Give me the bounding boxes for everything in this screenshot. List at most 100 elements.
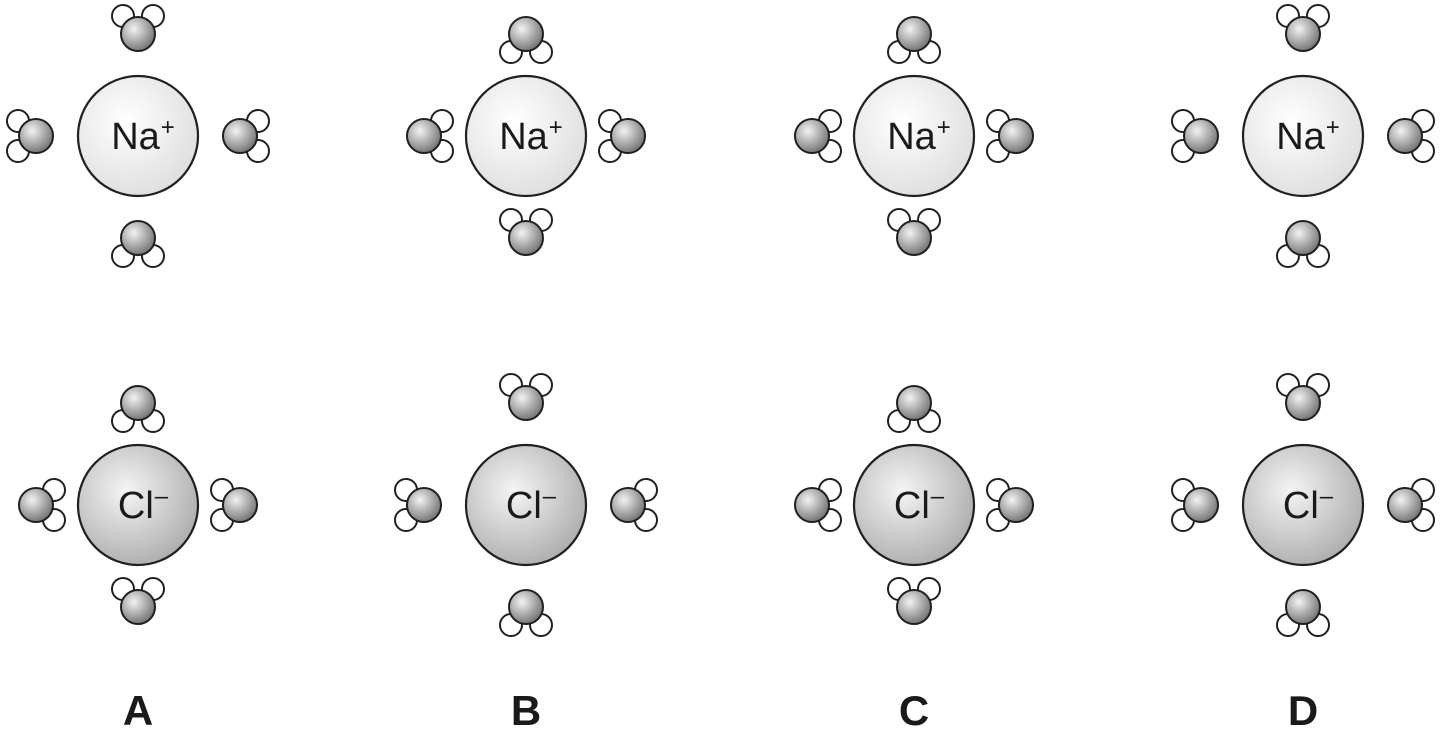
ion-symbol: Na [111,116,160,158]
chloride-ion-sphere [1241,443,1365,567]
oxygen-atom [1183,487,1219,523]
water-molecule-bottom [111,577,165,625]
water-molecule-left [6,109,54,163]
oxygen-atom [18,487,54,523]
chloride-ion: Cl– [394,373,658,637]
water-molecule-bottom [1276,589,1330,637]
chloride-ion-label: Cl– [1283,483,1334,527]
oxygen-atom [508,220,544,256]
sodium-ion-label: Na+ [1276,114,1340,158]
ion-charge: + [1326,114,1340,141]
oxygen-atom [222,118,258,154]
oxygen-atom [1285,16,1321,52]
chloride-ion-label: Cl– [118,483,169,527]
option-panel-c: Na+ Cl– C [794,16,1034,729]
ion-symbol: Cl [506,485,542,527]
water-molecule-top [111,385,165,433]
ion-charge: – [1320,483,1334,510]
oxygen-atom [508,16,544,52]
chloride-ion-sphere [852,443,976,567]
oxygen-atom [1183,118,1219,154]
water-molecule-left [394,478,442,532]
sodium-ion: Na+ [6,4,270,268]
oxygen-atom [794,487,830,523]
water-molecule-right [222,109,270,163]
water-molecule-right [1387,478,1435,532]
water-molecule-left [1171,478,1219,532]
water-molecule-bottom [887,577,941,625]
oxygen-atom [406,118,442,154]
sodium-ion-label: Na+ [499,114,563,158]
water-molecule-bottom [887,208,941,256]
water-molecule-bottom [111,220,165,268]
ion-charge: + [161,114,175,141]
sodium-ion-label: Na+ [111,114,175,158]
chloride-ion: Cl– [18,385,258,625]
water-molecule-right [610,478,658,532]
ion-charge: – [543,483,557,510]
oxygen-atom [18,118,54,154]
option-panel-d: Na+Cl–D [1171,4,1435,729]
chloride-ion-label: Cl– [506,483,557,527]
oxygen-atom [508,589,544,625]
oxygen-atom [120,220,156,256]
oxygen-atom [998,118,1034,154]
oxygen-atom [896,220,932,256]
oxygen-atom [896,589,932,625]
oxygen-atom [120,16,156,52]
chloride-ion-label: Cl– [894,483,945,527]
ion-symbol: Na [887,116,936,158]
oxygen-atom [896,16,932,52]
water-molecule-bottom [1276,220,1330,268]
option-panel-a: Na+ Cl– A [6,4,270,729]
oxygen-atom [1285,385,1321,421]
oxygen-atom [1285,220,1321,256]
ion-symbol: Cl [1283,485,1319,527]
water-molecule-top [499,16,553,64]
option-panel-b: Na+Cl–B [394,16,658,729]
water-molecule-left [794,478,842,532]
chloride-ion: Cl– [794,385,1034,625]
oxygen-atom [896,385,932,421]
ion-symbol: Cl [894,485,930,527]
oxygen-atom [998,487,1034,523]
sodium-ion-label: Na+ [887,114,951,158]
ion-symbol: Na [499,116,548,158]
oxygen-atom [1285,589,1321,625]
chloride-ion: Cl– [1171,373,1435,637]
oxygen-atom [222,487,258,523]
ion-charge: + [937,114,951,141]
oxygen-atom [794,118,830,154]
oxygen-atom [610,118,646,154]
ion-charge: – [155,483,169,510]
ion-symbol: Na [1276,116,1325,158]
sodium-ion-sphere [1241,74,1365,198]
water-molecule-left [406,109,454,163]
sodium-ion: Na+ [1171,4,1435,268]
chloride-ion-sphere [76,443,200,567]
water-molecule-left [794,109,842,163]
water-molecule-right [986,478,1034,532]
sodium-ion: Na+ [406,16,646,256]
water-molecule-top [1276,4,1330,52]
water-molecule-top [887,16,941,64]
oxygen-atom [1387,118,1423,154]
chloride-ion-sphere [464,443,588,567]
oxygen-atom [120,589,156,625]
option-label: A [123,687,153,729]
water-molecule-right [986,109,1034,163]
ion-charge: – [931,483,945,510]
oxygen-atom [120,385,156,421]
water-molecule-bottom [499,208,553,256]
ion-charge: + [549,114,563,141]
oxygen-atom [1387,487,1423,523]
water-molecule-right [598,109,646,163]
water-molecule-left [18,478,66,532]
water-molecule-top [887,385,941,433]
water-molecule-top [499,373,553,421]
oxygen-atom [610,487,646,523]
oxygen-atom [406,487,442,523]
option-label: C [899,687,929,729]
oxygen-atom [508,385,544,421]
